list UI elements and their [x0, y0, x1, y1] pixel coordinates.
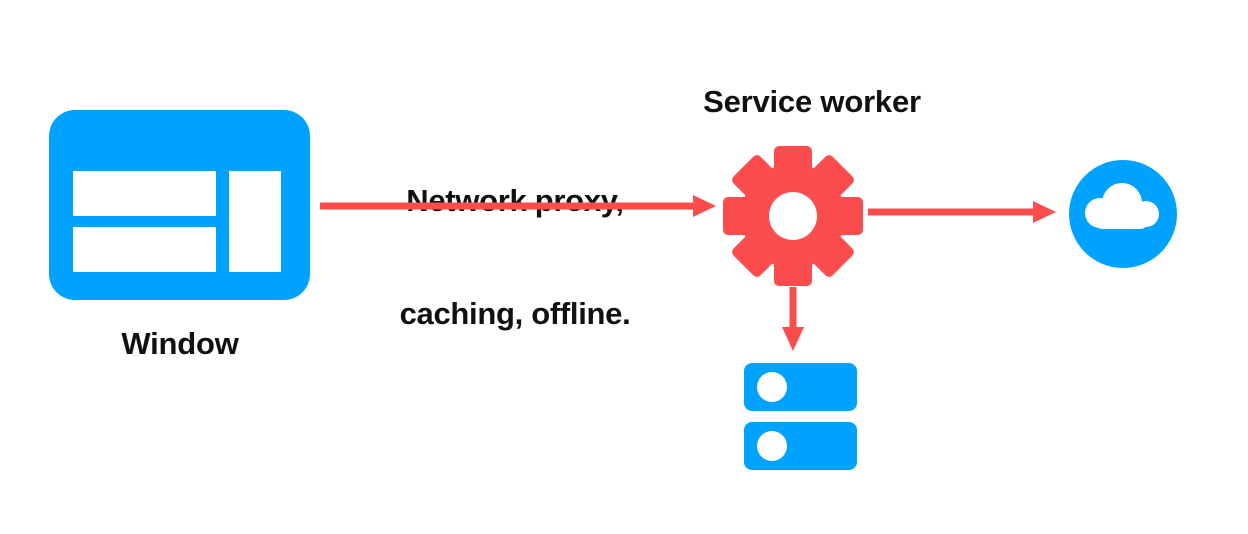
arrow-service-worker-to-cache: [782, 287, 804, 351]
cloud-icon-background: [1069, 160, 1177, 268]
database-icon: [744, 363, 857, 470]
arrow-head: [782, 327, 804, 351]
window-pane-right: [229, 171, 281, 272]
edge-label-network-proxy: Network proxy, caching, offline.: [355, 106, 675, 409]
arrow-service-worker-to-network: [868, 201, 1056, 223]
edge-label-line-2: caching, offline.: [399, 296, 631, 332]
database-indicator-icon: [757, 372, 787, 402]
cloud-icon: [1069, 160, 1177, 268]
window-node-label: Window: [121, 326, 239, 361]
edge-label-line-1: Network proxy,: [406, 182, 624, 218]
database-row-top: [744, 363, 857, 411]
arrow-head: [693, 195, 716, 217]
cloud-glyph: [1085, 183, 1159, 229]
database-indicator-icon: [757, 431, 787, 461]
gear-icon: [723, 146, 863, 286]
window-pane-top-left: [73, 171, 216, 216]
window-pane-bottom-left: [73, 227, 216, 272]
arrow-head: [1033, 201, 1056, 223]
browser-window-icon: [49, 110, 310, 300]
database-row-bottom: [744, 422, 857, 470]
service-worker-node-label: Service worker: [703, 84, 921, 119]
